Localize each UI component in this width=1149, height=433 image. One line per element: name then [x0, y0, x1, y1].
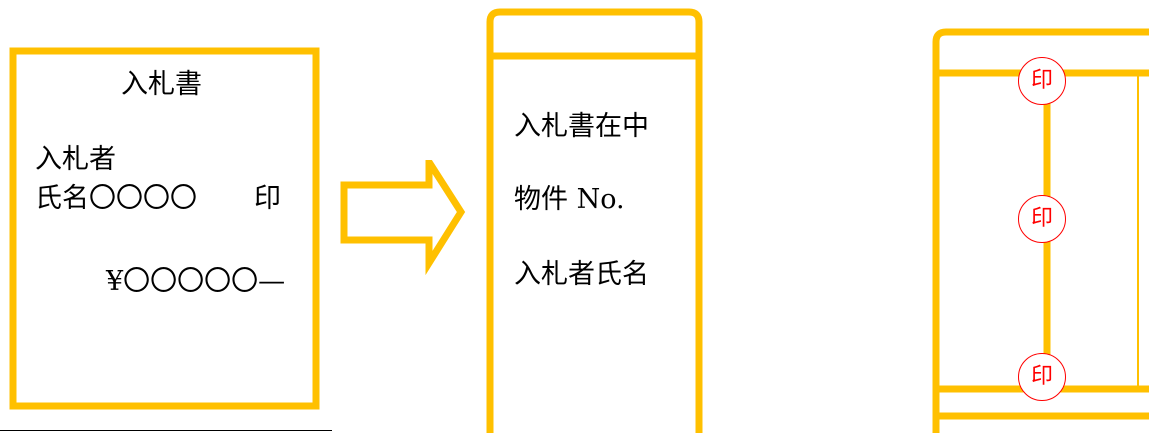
seal-stamp-middle: 印 — [1018, 195, 1066, 243]
bidder-name-line: 氏名〇〇〇〇 — [35, 183, 197, 214]
bid-amount: ¥〇〇〇〇〇— — [106, 266, 286, 297]
seal-stamp-bottom: 印 — [1018, 353, 1066, 401]
seal-stamp-top: 印 — [1018, 57, 1066, 105]
seal-mark: 印 — [254, 183, 281, 214]
bid-form-title: 入札書 — [121, 69, 202, 100]
envelope-front-frame — [486, 8, 703, 433]
bottom-rule-line — [0, 430, 332, 431]
envelope-label-item-no: 物件 No. — [514, 184, 625, 215]
bidder-label: 入札者 — [35, 144, 116, 175]
seal-stamp-top-label: 印 — [1030, 68, 1053, 93]
envelope-label-bidder-name: 入札者氏名 — [514, 259, 649, 290]
right-arrow-outline-icon — [340, 160, 466, 275]
envelope-label-enclosed: 入札書在中 — [514, 111, 649, 142]
bid-form-frame — [9, 47, 320, 410]
seal-stamp-middle-label: 印 — [1030, 206, 1053, 231]
seal-stamp-bottom-label: 印 — [1030, 364, 1053, 389]
